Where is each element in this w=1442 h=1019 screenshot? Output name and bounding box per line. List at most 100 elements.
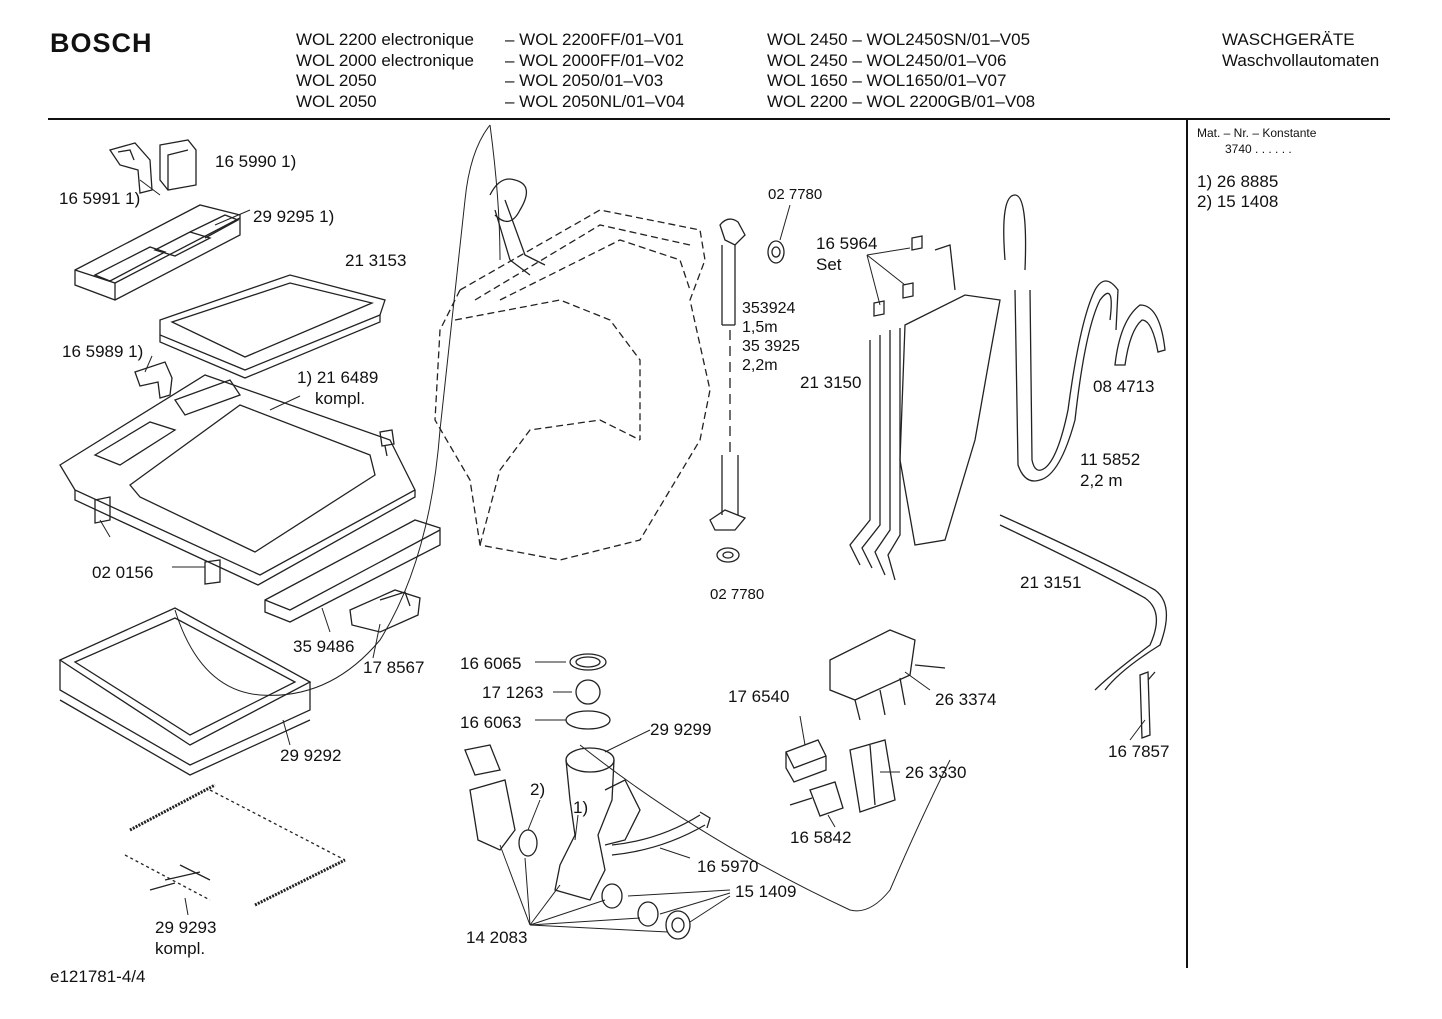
footnote-marker: 1) <box>573 798 589 817</box>
inlet-hose <box>709 218 747 531</box>
part-label: 16 7857 <box>1108 742 1170 761</box>
part-label: 11 5852 <box>1080 450 1141 469</box>
pump-hose <box>611 811 711 856</box>
water-distributor <box>849 244 1001 581</box>
part-label: 353924 <box>742 300 796 317</box>
part-label: 16 5990 1) <box>215 152 297 171</box>
valve-block <box>829 629 946 721</box>
model-variant: WOL 2450 – WOL2450/01–V06 <box>767 50 1007 70</box>
part-label: 21 3153 <box>345 251 407 270</box>
nipple-set <box>873 235 923 317</box>
part-label: 35 9486 <box>293 637 355 656</box>
model-variant: WOL 2200 – WOL 2200GB/01–V08 <box>767 91 1036 111</box>
model-name: WOL 2000 electronique <box>296 50 474 70</box>
part-label: 16 5842 <box>790 828 852 847</box>
footnote-marker: 2) <box>530 780 546 799</box>
model-name: WOL 2050 <box>296 91 377 111</box>
o-ring <box>565 710 611 730</box>
part-label: 17 1263 <box>482 683 544 702</box>
part-label: kompl. <box>315 389 366 408</box>
part-label: 26 3330 <box>905 763 967 782</box>
drawer-insert-part <box>74 204 241 301</box>
doc-id: e121781-4/4 <box>50 967 146 986</box>
part-label: Set <box>816 255 842 274</box>
gasket-ring <box>569 653 607 671</box>
connecting-hose <box>999 514 1167 691</box>
part-label: 16 5964 <box>816 234 878 253</box>
part-label: 35 3925 <box>742 338 800 355</box>
hose-clamp <box>1139 671 1156 739</box>
assembly-outline-curve <box>174 124 951 912</box>
drain-hose <box>1003 194 1119 482</box>
part-label: 29 9292 <box>280 746 342 765</box>
spring-set-part <box>124 783 346 907</box>
part-label: 29 9293 <box>155 918 217 937</box>
tub-outline <box>434 209 711 561</box>
pump-housing <box>554 747 641 901</box>
tub-hose <box>489 178 546 276</box>
model-variant: WOL 1650 – WOL1650/01–V07 <box>767 71 1007 90</box>
part-label: 16 5989 1) <box>62 342 144 361</box>
filter-parts <box>601 883 691 940</box>
model-variant: – WOL 2050/01–V03 <box>505 71 664 90</box>
solenoid-valve <box>849 739 896 813</box>
model-variants: – WOL 2200FF/01–V01 – WOL 2000FF/01–V02 … <box>505 30 685 112</box>
gasket-frame-part <box>58 607 312 776</box>
drawer-tray-part <box>159 274 386 379</box>
part-label: 26 3374 <box>935 690 997 709</box>
category-subtitle: Waschvollautomaten <box>1222 50 1380 70</box>
part-label: 29 9299 <box>650 720 712 739</box>
part-label: 21 3150 <box>800 373 862 392</box>
part-label: 02 0156 <box>92 563 154 582</box>
part-label: 02 7780 <box>768 186 823 203</box>
clip-part <box>134 361 173 399</box>
category-title: WASCHGERÄTE <box>1222 30 1355 49</box>
seal-ring <box>716 547 740 563</box>
part-label: 21 3151 <box>1020 573 1082 592</box>
footnote-2: 2) 15 1408 <box>1197 192 1279 211</box>
part-label: 16 6065 <box>460 654 522 673</box>
category: WASCHGERÄTE Waschvollautomaten <box>1222 30 1379 71</box>
model-variant: – WOL 2000FF/01–V02 <box>505 50 684 70</box>
leader-lines <box>99 179 1146 933</box>
part-label: 08 4713 <box>1093 377 1155 396</box>
bracket-part <box>94 496 221 585</box>
model-variant: WOL 2450 – WOL2450SN/01–V05 <box>767 30 1031 49</box>
brand-logo: BOSCH <box>50 28 153 58</box>
model-name: WOL 2200 electronique <box>296 30 474 49</box>
screw-part <box>379 429 395 457</box>
model-variants-2: WOL 2450 – WOL2450SN/01–V05 WOL 2450 – W… <box>767 30 1035 112</box>
pump-motor <box>464 744 516 851</box>
part-label: 02 7780 <box>710 586 765 603</box>
part-label: 16 6063 <box>460 713 522 732</box>
top-frame-part <box>59 374 416 586</box>
part-label: 2,2m <box>742 357 778 374</box>
side-rule <box>1186 118 1188 968</box>
part-label: 16 5970 <box>697 857 759 876</box>
door-lock-part <box>349 589 421 633</box>
part-label: 29 9295 1) <box>253 207 335 226</box>
constant-label: Mat. – Nr. – Konstante <box>1197 126 1317 140</box>
rail-part <box>264 519 441 623</box>
footnote-1: 1) 26 8885 <box>1197 172 1279 191</box>
part-label: kompl. <box>155 939 206 958</box>
connector-box <box>785 739 827 783</box>
seal-ring <box>767 240 785 264</box>
model-names: WOL 2200 electronique WOL 2000 electroni… <box>296 30 474 112</box>
hose-holder <box>1114 304 1166 366</box>
model-name: WOL 2050 <box>296 71 377 90</box>
part-label: 17 6540 <box>728 687 790 706</box>
pump-seal <box>518 829 538 857</box>
suppressor <box>789 781 844 817</box>
part-label: 1,5m <box>742 319 778 336</box>
part-label: 14 2083 <box>466 928 528 947</box>
part-label: 16 5991 1) <box>59 189 141 208</box>
ball <box>575 679 601 705</box>
drawer-handle-part <box>108 139 197 194</box>
model-variant: – WOL 2050NL/01–V04 <box>505 91 685 111</box>
part-label: 1) 21 6489 <box>297 368 379 387</box>
header-rule <box>48 118 1390 120</box>
model-variant: – WOL 2200FF/01–V01 <box>505 30 684 49</box>
part-label: 17 8567 <box>363 658 425 677</box>
